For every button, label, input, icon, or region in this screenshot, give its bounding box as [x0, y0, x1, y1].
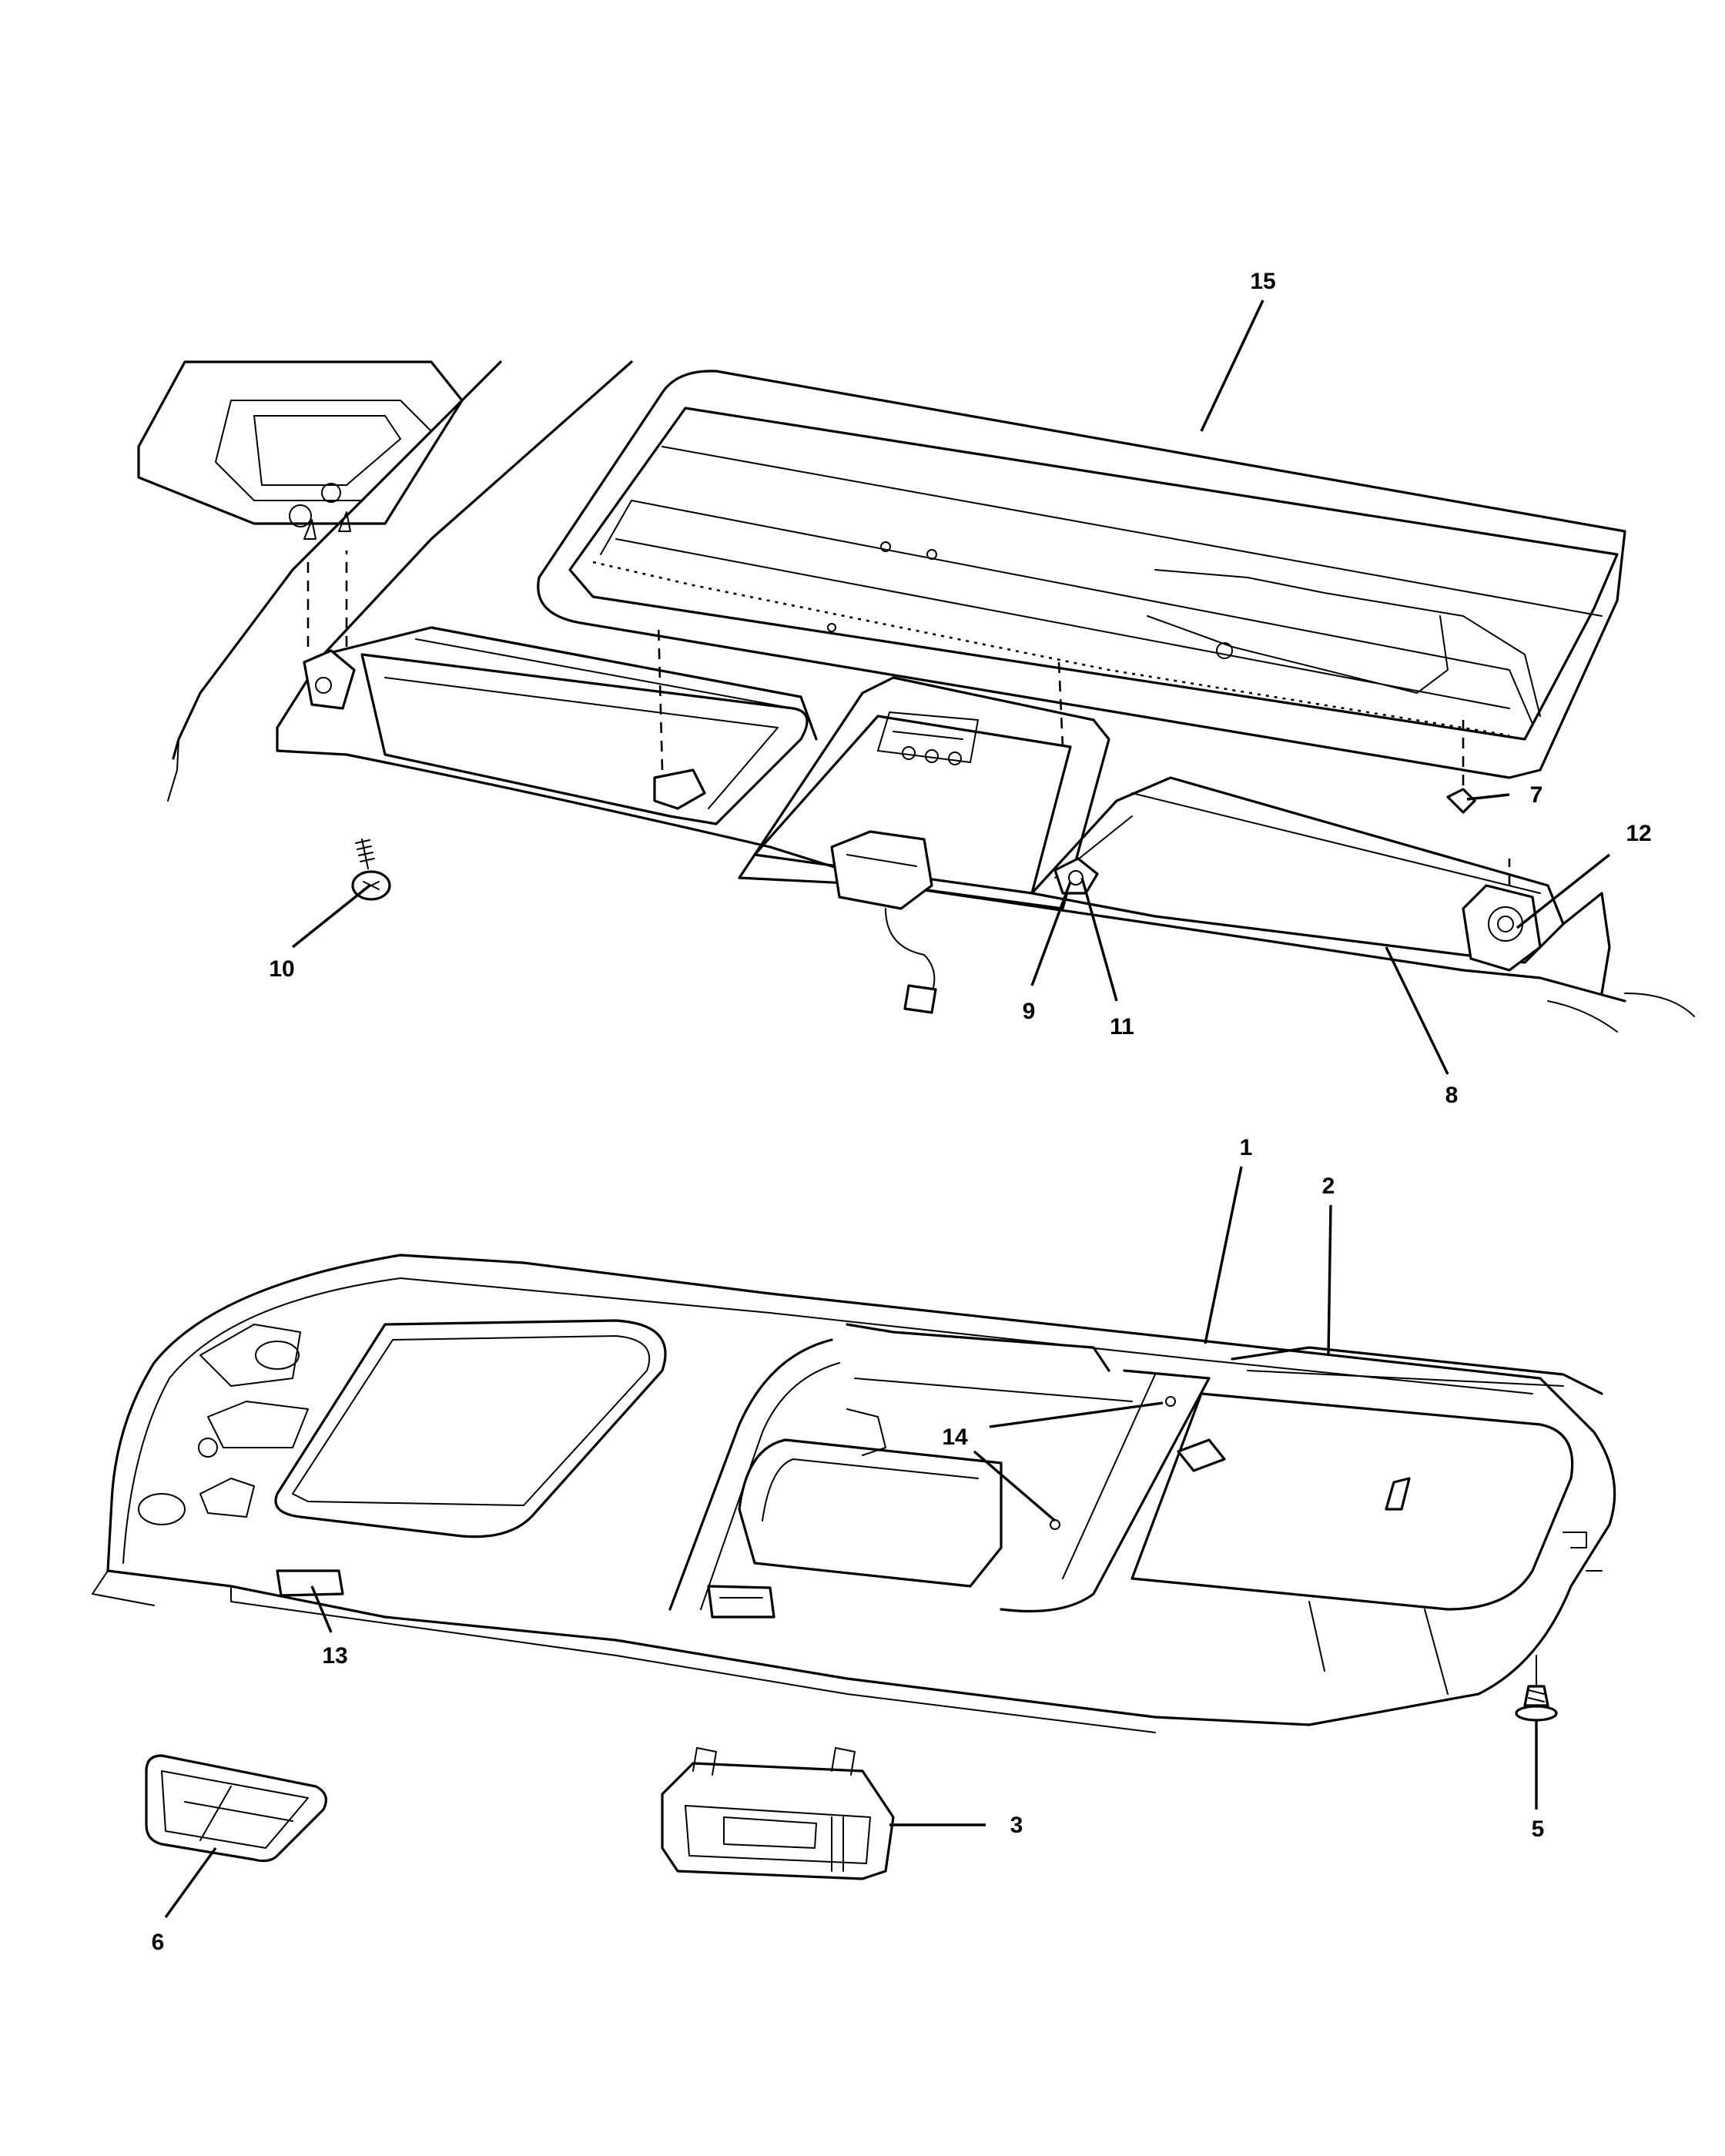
- callout-12: 12: [1626, 821, 1651, 846]
- rear-trim-strip: [1231, 1346, 1603, 1395]
- headliner-trim-body: [276, 726, 1626, 1003]
- trim-slot: [1385, 1477, 1411, 1511]
- handle-recess-center: [707, 1585, 775, 1619]
- right-visor-recess: [1030, 776, 1565, 964]
- upper-headliner-assembly: [137, 360, 1695, 1033]
- callout-8: 8: [1445, 1083, 1459, 1108]
- callout-9: 9: [1023, 999, 1036, 1024]
- callout-15: 15: [1250, 269, 1275, 294]
- sunroof-frame-inner: [568, 407, 1619, 741]
- callout-labels: 15 7 12 10 9 11 8 1 2 14 13 3 5 6: [152, 269, 1652, 1955]
- callout-10: 10: [269, 956, 294, 982]
- clip-14a: [1165, 1396, 1176, 1407]
- overhead-console-module: [830, 830, 933, 910]
- visor-clip-right: [1053, 857, 1099, 895]
- headliner-outline: [106, 1254, 1616, 1726]
- windshield-edge: [276, 360, 633, 729]
- handle-recess-13: [276, 1569, 344, 1597]
- sunroof-seal-dotted: [592, 561, 1510, 737]
- clip-7: [1446, 788, 1476, 814]
- visor-clip-center: [653, 768, 706, 810]
- sunroof-frame-outer: [537, 370, 1626, 779]
- callout-7: 7: [1530, 782, 1543, 808]
- callout-3: 3: [1010, 1813, 1023, 1838]
- callout-2: 2: [1322, 1173, 1335, 1199]
- clip-14b: [1050, 1519, 1060, 1530]
- part-5-push-pin: [1515, 1655, 1558, 1722]
- part-6-vent-grille: [145, 1754, 327, 1863]
- screw-10: [351, 839, 391, 901]
- wire-connector: [903, 984, 937, 1014]
- left-visor-recess: [360, 653, 809, 825]
- rear-left-recess: [738, 1438, 1003, 1588]
- callout-1: 1: [1240, 1135, 1253, 1160]
- upper-left-console: [137, 360, 464, 525]
- lower-headliner-assembly: [92, 1254, 1616, 1733]
- callout-6: 6: [152, 1930, 165, 1955]
- dome-lamp-tab: [1177, 1438, 1226, 1472]
- sunroof-opening: [274, 1319, 667, 1538]
- callout-5: 5: [1532, 1816, 1545, 1842]
- callout-13: 13: [322, 1643, 347, 1669]
- leader-lines: [164, 300, 1611, 1918]
- callout-14: 14: [942, 1424, 968, 1450]
- console-opening: [738, 676, 1110, 910]
- callout-11: 11: [1110, 1014, 1134, 1040]
- part-3-overhead-console: [661, 1747, 895, 1880]
- assist-handle-bracket: [1462, 884, 1542, 972]
- rear-right-recess: [1130, 1392, 1574, 1611]
